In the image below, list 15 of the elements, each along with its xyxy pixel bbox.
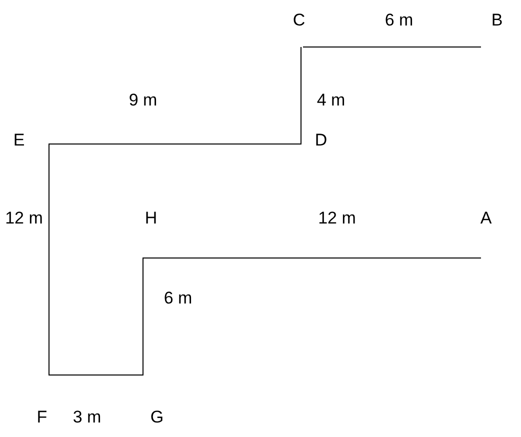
vertex-label: D xyxy=(314,132,328,148)
dimension-label: 6 m xyxy=(164,290,192,306)
vertex-label: C xyxy=(292,12,306,28)
vertex-label: A xyxy=(480,210,492,226)
dimension-label: 4 m xyxy=(316,92,346,108)
vertex-label: F xyxy=(36,408,48,426)
dimension-label: 3 m xyxy=(72,408,102,426)
vertex-label: E xyxy=(13,132,25,148)
dimension-label: 6 m xyxy=(384,12,414,28)
dimension-label: 12 m xyxy=(318,210,356,226)
dimension-label: 9 m xyxy=(128,92,158,108)
vertex-label: G xyxy=(150,408,164,426)
dimension-label: 12 m xyxy=(5,210,43,226)
vertex-label: H xyxy=(144,210,158,226)
vertex-label: B xyxy=(491,12,503,28)
